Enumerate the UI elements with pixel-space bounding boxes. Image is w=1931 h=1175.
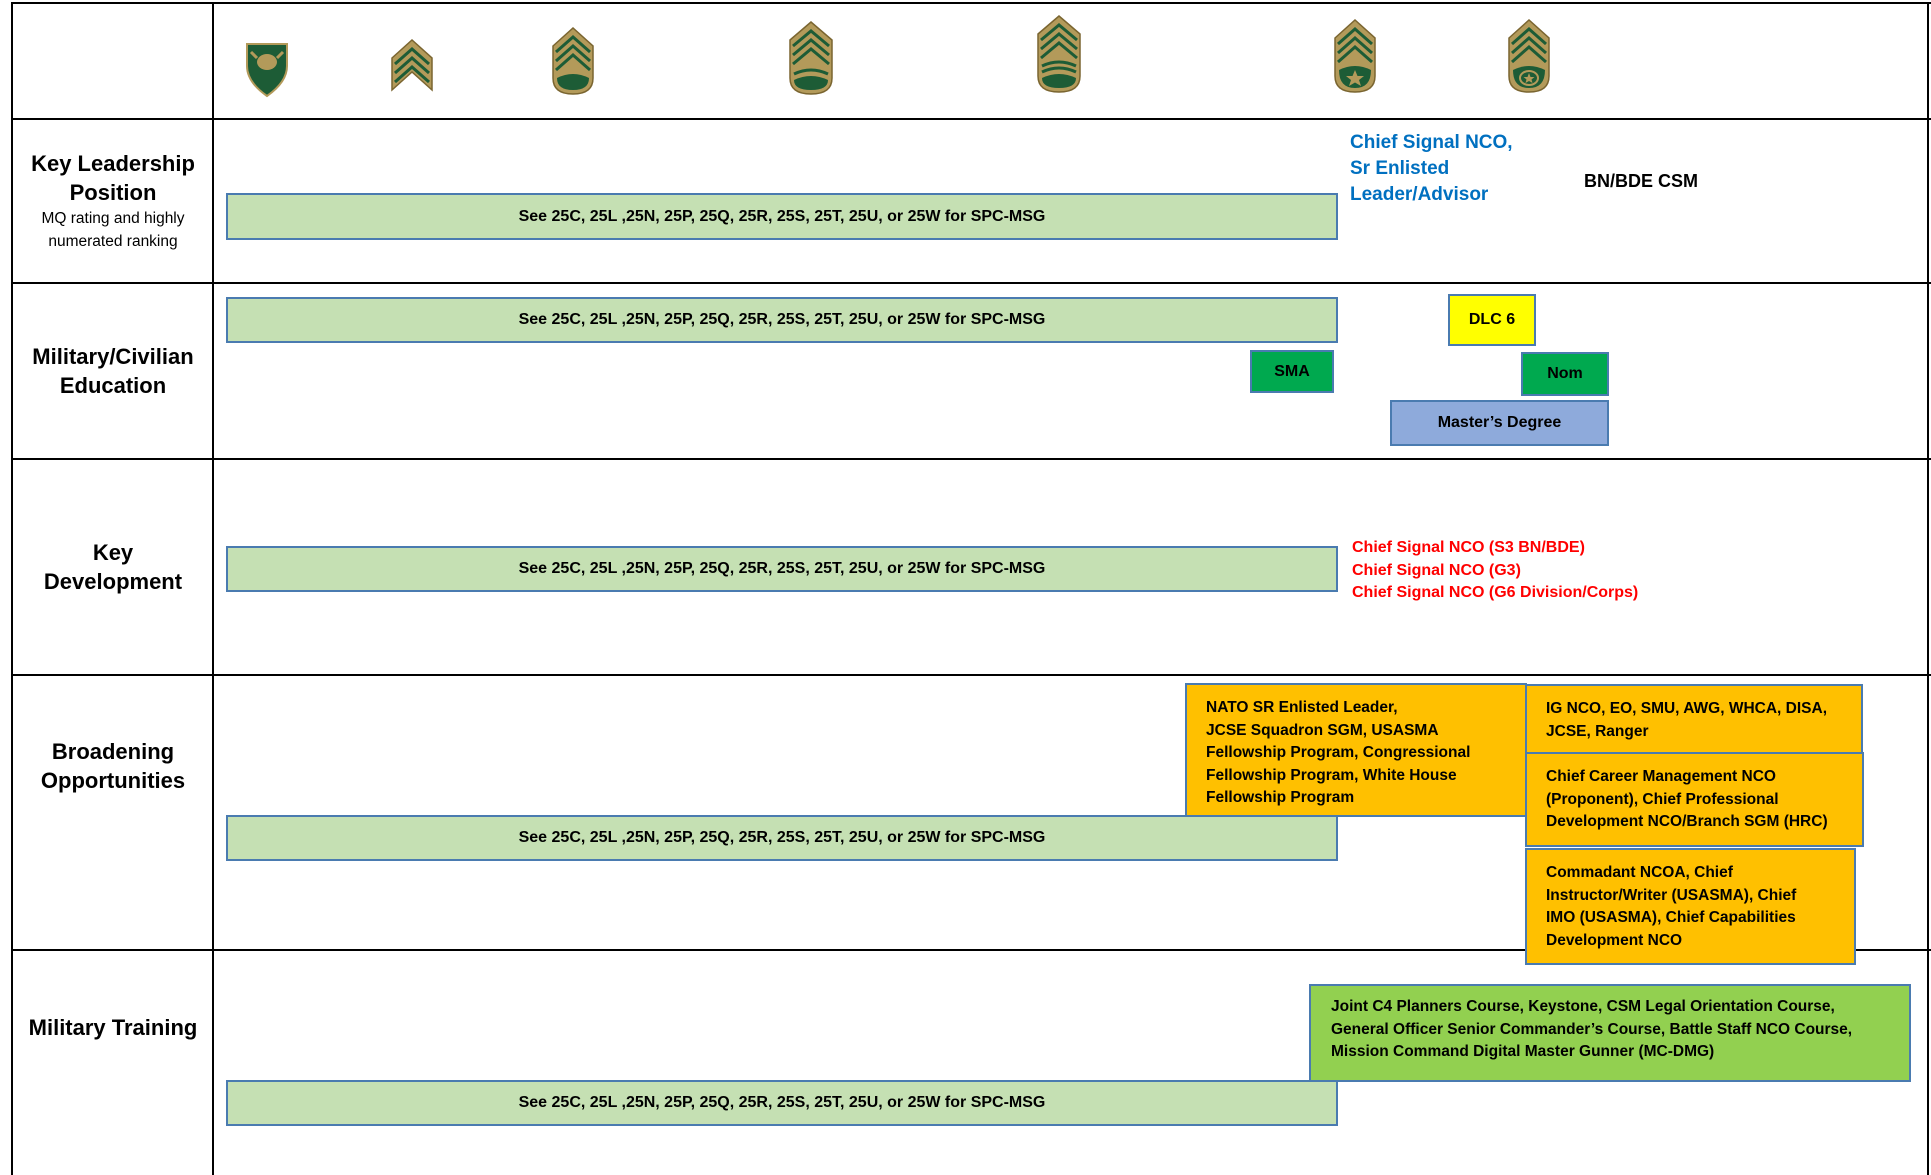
chief-signal-nco-position: Chief Signal NCO, Sr Enlisted Leader/Adv… [1350,130,1513,208]
row-title-line: Military/Civilian [32,344,194,369]
dlc6-box: DLC 6 [1448,294,1536,346]
row-label-key-leadership: Key Leadership Position MQ rating and hi… [13,120,213,282]
row-title-line: Key Leadership [31,151,195,176]
row-title-line: Key [92,540,134,565]
row-label-key-development: Key Development [13,460,213,674]
box-text-line: Instructor/Writer (USASMA), Chief [1546,886,1797,904]
grid-line-row4 [11,674,1931,676]
row-label-education: Military/Civilian Education [13,284,213,458]
grid-line-row3 [11,458,1931,460]
specialist-insignia-icon [246,43,288,98]
grid-line-left [11,3,13,1175]
position-text-line: Chief Signal NCO (S3 BN/BDE) [1352,539,1585,556]
box-text-line: Commadant NCOA, Chief [1546,864,1733,881]
row-label-military-training: Military Training [13,951,213,1103]
box-text-line: Development NCO [1546,931,1683,949]
spc-msg-reference-bar: See 25C, 25L ,25N, 25P, 25Q, 25R, 25S, 2… [226,546,1338,592]
sergeant-first-class-insignia-icon [789,21,833,95]
spc-msg-reference-bar: See 25C, 25L ,25N, 25P, 25Q, 25R, 25S, 2… [226,297,1338,343]
bn-bde-csm-position: BN/BDE CSM [1584,171,1699,191]
box-text-line: Development NCO/Branch SGM (HRC) [1546,813,1828,831]
staff-sergeant-insignia-icon [552,26,594,95]
row-title-line: Development [43,569,183,594]
row-title-line: Position [69,180,157,205]
row-subtitle-line: numerated ranking [48,233,178,250]
spc-msg-reference-bar: See 25C, 25L ,25N, 25P, 25Q, 25R, 25S, 2… [226,1080,1338,1126]
joint-courses-box: Joint C4 Planners Course, Keystone, CSM … [1309,984,1911,1082]
master-sergeant-insignia-icon [1037,15,1081,93]
box-text-line: IG NCO, EO, SMU, AWG, WHCA, DISA, [1546,700,1828,717]
ig-nco-box: IG NCO, EO, SMU, AWG, WHCA, DISA, JCSE, … [1525,684,1863,754]
nom-box: Nom [1521,352,1609,396]
grid-line-top [11,2,1931,4]
row-title-line: Education [59,373,167,398]
box-text-line: Mission Command Digital Master Gunner (M… [1331,1043,1715,1061]
grid-line-right [1927,3,1929,1175]
row-title-line: Opportunities [40,768,186,793]
sma-box: SMA [1250,350,1334,393]
grid-line-row2 [11,282,1931,284]
row-title-line: Broadening [51,739,175,764]
box-text-line: Fellowship Program [1206,789,1355,807]
position-text-line: Sr Enlisted [1350,158,1450,179]
box-text-line: Chief Career Management NCO [1546,768,1776,785]
box-text-line: JCSE, Ranger [1546,722,1649,740]
commandant-ncoa-box: Commadant NCOA, Chief Instructor/Writer … [1525,848,1856,965]
spc-msg-reference-bar: See 25C, 25L ,25N, 25P, 25Q, 25R, 25S, 2… [226,193,1338,240]
position-text-line: Chief Signal NCO, [1350,132,1513,153]
box-text-line: Joint C4 Planners Course, Keystone, CSM … [1331,998,1835,1015]
box-text-line: General Officer Senior Commander’s Cours… [1331,1020,1853,1038]
position-text-line: Chief Signal NCO (G6 Division/Corps) [1352,584,1639,601]
sergeant-major-insignia-icon [1334,18,1376,93]
command-sergeant-major-insignia-icon [1508,18,1550,93]
row-label-broadening: Broadening Opportunities [13,676,213,856]
spc-msg-reference-bar: See 25C, 25L ,25N, 25P, 25Q, 25R, 25S, 2… [226,815,1338,861]
grid-line-row1 [11,118,1931,120]
box-text-line: IMO (USASMA), Chief Capabilities [1546,909,1796,927]
box-text-line: Fellowship Program, White House [1206,766,1457,784]
grid-line-row5 [11,949,1931,951]
position-text-line: Leader/Advisor [1350,184,1489,205]
chief-career-management-box: Chief Career Management NCO (Proponent),… [1525,752,1864,847]
box-text-line: (Proponent), Chief Professional [1546,790,1779,808]
nato-fellowship-box: NATO SR Enlisted Leader, JCSE Squadron S… [1185,683,1527,817]
masters-degree-box: Master’s Degree [1390,400,1609,446]
grid-line-label-divider [212,3,214,1175]
box-text-line: JCSE Squadron SGM, USASMA [1206,721,1439,739]
position-text-line: Chief Signal NCO (G3) [1352,561,1521,579]
row-subtitle-line: MQ rating and highly [41,210,185,227]
sergeant-insignia-icon [391,38,433,92]
box-text-line: Fellowship Program, Congressional [1206,744,1471,762]
box-text-line: NATO SR Enlisted Leader, [1206,699,1398,716]
row-title-line: Military Training [28,1014,198,1040]
key-development-positions: Chief Signal NCO (S3 BN/BDE) Chief Signa… [1352,537,1638,605]
